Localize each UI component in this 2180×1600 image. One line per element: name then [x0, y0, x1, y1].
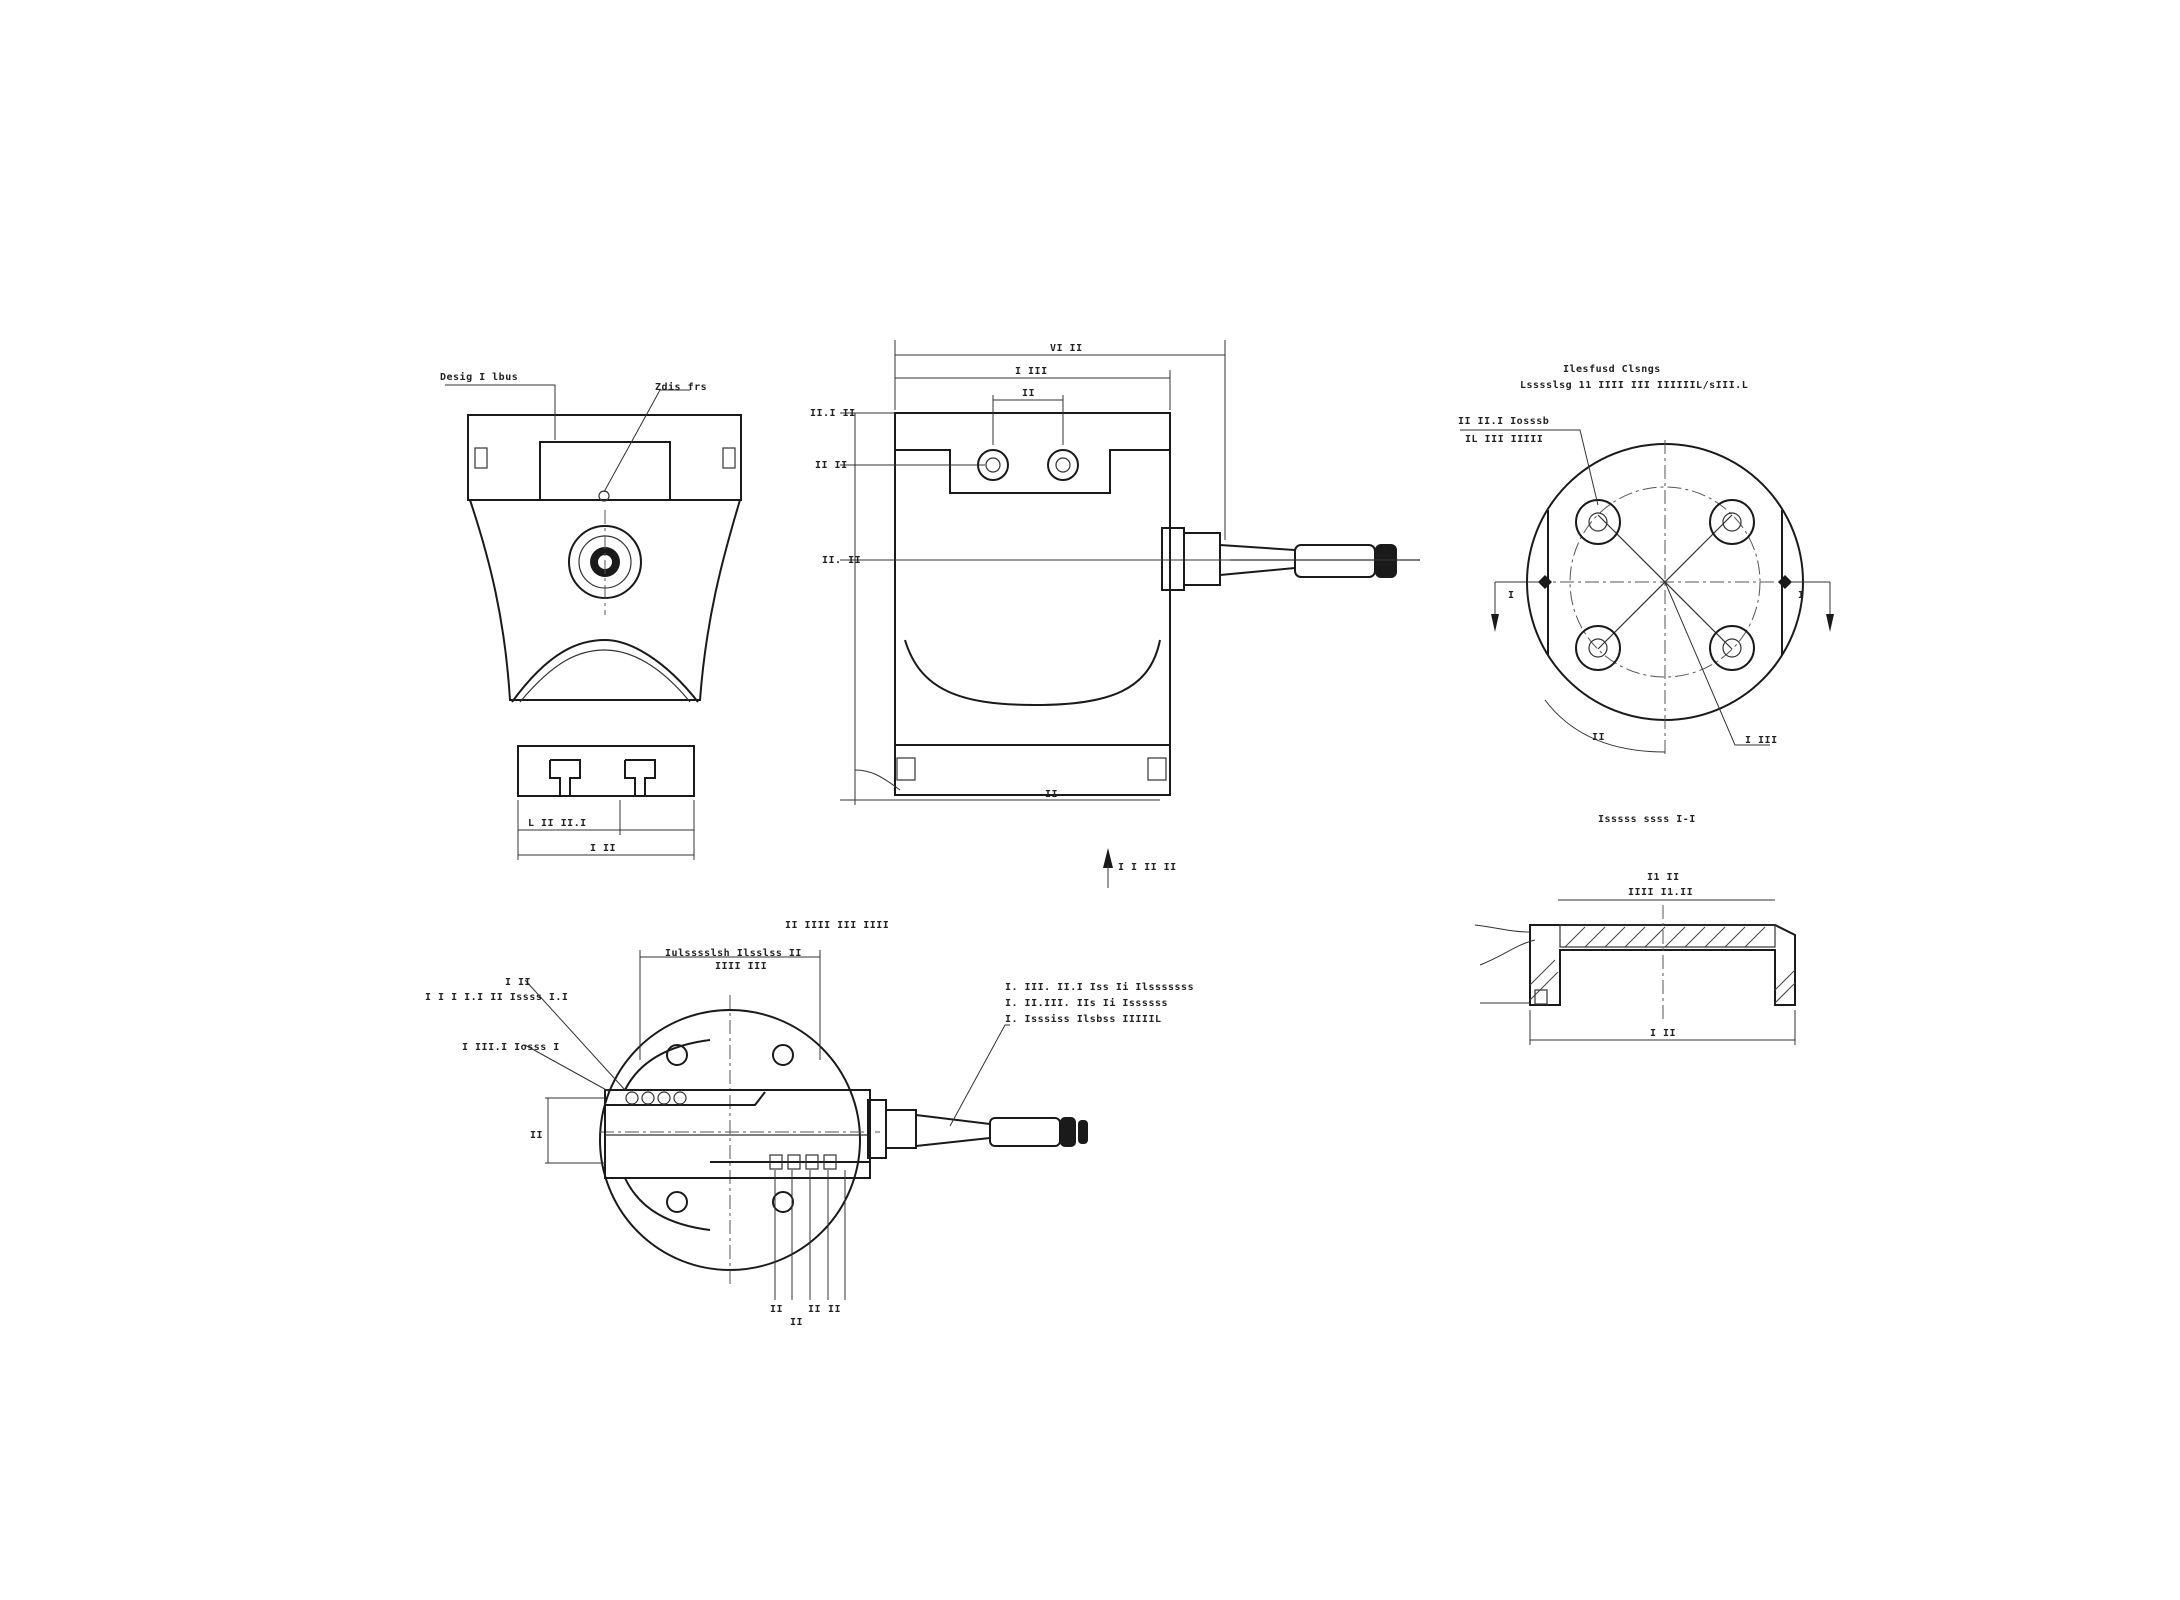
side-dim-left-2: II II	[815, 460, 848, 471]
section-view: Isssss ssss I-I I1 II IIII I1.II I II	[1474, 814, 1796, 1045]
flange-section-left: I	[1508, 590, 1515, 601]
bottom-view: II IIII III IIII Iulsssslsh Ilsslss II I…	[425, 920, 1194, 1328]
flange-title-1: Ilesfusd Clsngs	[1563, 364, 1661, 375]
side-view: VI II I III II II.I II II II II. II II I…	[810, 340, 1420, 888]
bottom-callout-left-2: I I I I.I II Issss I.I	[425, 992, 568, 1003]
bottom-callout-left-1: I II	[505, 977, 531, 988]
side-dim-body: I III	[1015, 366, 1048, 377]
flange-dim-pcd: I III	[1745, 735, 1778, 746]
bottom-dim-1: II	[770, 1304, 783, 1315]
side-dim-left-1: II.I II	[810, 408, 856, 419]
bottom-title: II IIII III IIII	[785, 920, 889, 931]
side-dim-holes: II	[1022, 388, 1035, 399]
front-callout-left: Desig I lbus	[440, 371, 518, 383]
bottom-note-1: I. III. II.I Iss Ii Ilsssssss	[1005, 981, 1194, 993]
flange-dim-radius: II	[1592, 732, 1605, 743]
bottom-dim-2: II	[790, 1317, 803, 1328]
bottom-dim-left: II	[530, 1130, 543, 1141]
flange-title-2: Lsssslsg 11 IIII III IIIIIIL/sIII.L	[1520, 380, 1748, 391]
flange-top-view: Ilesfusd Clsngs Lsssslsg 11 IIII III III…	[1458, 364, 1834, 755]
side-note-arrow: I I II II	[1118, 862, 1177, 873]
section-dim-top-2: IIII I1.II	[1628, 887, 1693, 898]
flange-callout-1: II II.I Iosssb	[1458, 416, 1549, 427]
front-dim-outer: I II	[590, 843, 616, 854]
bottom-callout-top-2: IIII III	[715, 961, 767, 972]
side-dim-bottom: II	[1045, 789, 1058, 800]
front-view: Desig I lbus Zdis frs L II II.I I II	[440, 371, 742, 860]
flange-section-right: I	[1798, 590, 1805, 601]
side-dim-overall: VI II	[1050, 343, 1083, 354]
side-dim-left-3: II. II	[822, 555, 861, 566]
section-dim-bottom: I II	[1650, 1028, 1676, 1039]
bottom-dim-4: II	[828, 1304, 841, 1315]
front-dim-inner: L II II.I	[528, 818, 587, 829]
bottom-callout-left-3: I III.I Iosss I	[462, 1042, 560, 1053]
bottom-note-2: I. II.III. IIs Ii Issssss	[1005, 997, 1168, 1009]
section-title: Isssss ssss I-I	[1598, 814, 1696, 825]
front-callout-right: Zdis frs	[655, 381, 707, 393]
section-dim-top-1: I1 II	[1647, 872, 1680, 883]
bottom-dim-3: II	[808, 1304, 821, 1315]
hatch-pattern	[1529, 926, 1796, 1004]
bottom-note-3: I. Isssiss Ilsbss IIIIIL	[1005, 1013, 1162, 1025]
flange-callout-2: IL III IIIII	[1465, 434, 1543, 445]
bottom-callout-top-1: Iulsssslsh Ilsslss II	[665, 948, 802, 959]
